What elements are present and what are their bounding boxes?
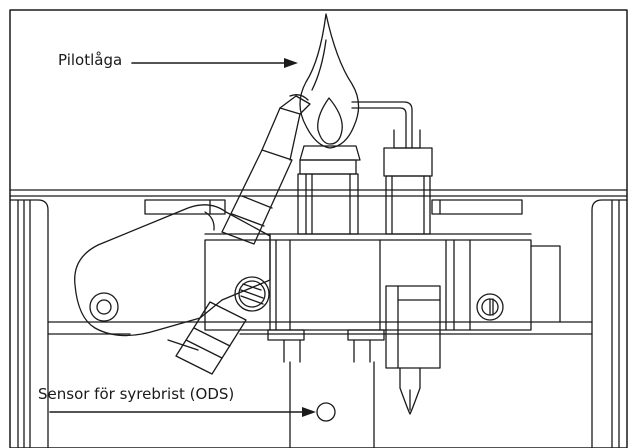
main-body-block [204,233,561,331]
housing-frame [9,9,628,448]
ods-leader-arrow [49,407,316,417]
spark-connector [385,285,441,415]
ods-tube [167,301,247,375]
igniter-electrode [351,101,433,235]
pilot-tube [221,94,311,245]
pilot-flame-shape [299,13,360,149]
ods-sensor-label: Sensor för syrebrist (ODS) [38,385,235,403]
ods-sensor-hole [316,402,336,422]
adjustment-screw [234,276,270,312]
pilot-flame-label: Pilotlåga [58,51,123,69]
mounting-screw-right [476,293,504,321]
pins [267,329,385,448]
pilot-leader-arrow [131,58,298,68]
mounting-plate [74,204,271,337]
